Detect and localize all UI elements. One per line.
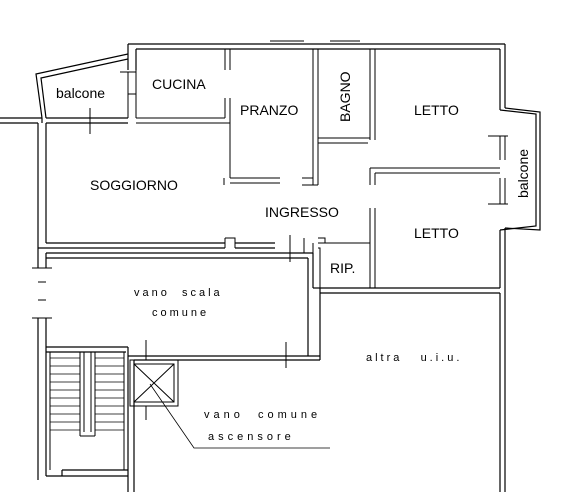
label-rip: RIP. — [330, 260, 355, 276]
outer-walls — [0, 43, 506, 492]
label-comune: comune — [152, 307, 209, 319]
label-balcone-left: balcone — [56, 85, 105, 101]
label-ingresso: INGRESSO — [265, 204, 339, 220]
label-vano-comune: vano comune — [204, 409, 321, 421]
label-altra-uiu: altra u.i.u. — [366, 352, 462, 364]
label-letto-2: LETTO — [414, 225, 459, 241]
label-cucina: CUCINA — [152, 76, 206, 92]
label-bagno: BAGNO — [337, 71, 353, 122]
room-labels: CUCINA PRANZO BAGNO LETTO LETTO SOGGIORN… — [56, 71, 531, 276]
label-pranzo: PRANZO — [240, 102, 298, 118]
balcone-right — [488, 107, 541, 231]
label-soggiorno: SOGGIORNO — [90, 177, 178, 193]
label-vano-scala: vano scala — [134, 287, 223, 299]
interior-walls — [136, 40, 500, 368]
balcone-left — [35, 53, 137, 134]
elevator-shaft — [129, 340, 330, 449]
common-area-labels: vano scala comune altra u.i.u. vano comu… — [134, 287, 462, 443]
label-balcone-right: balcone — [515, 149, 531, 198]
label-letto-1: LETTO — [414, 102, 459, 118]
stair-block — [49, 352, 125, 470]
stair-steps — [50, 357, 124, 431]
label-ascensore: ascensore — [208, 431, 295, 443]
